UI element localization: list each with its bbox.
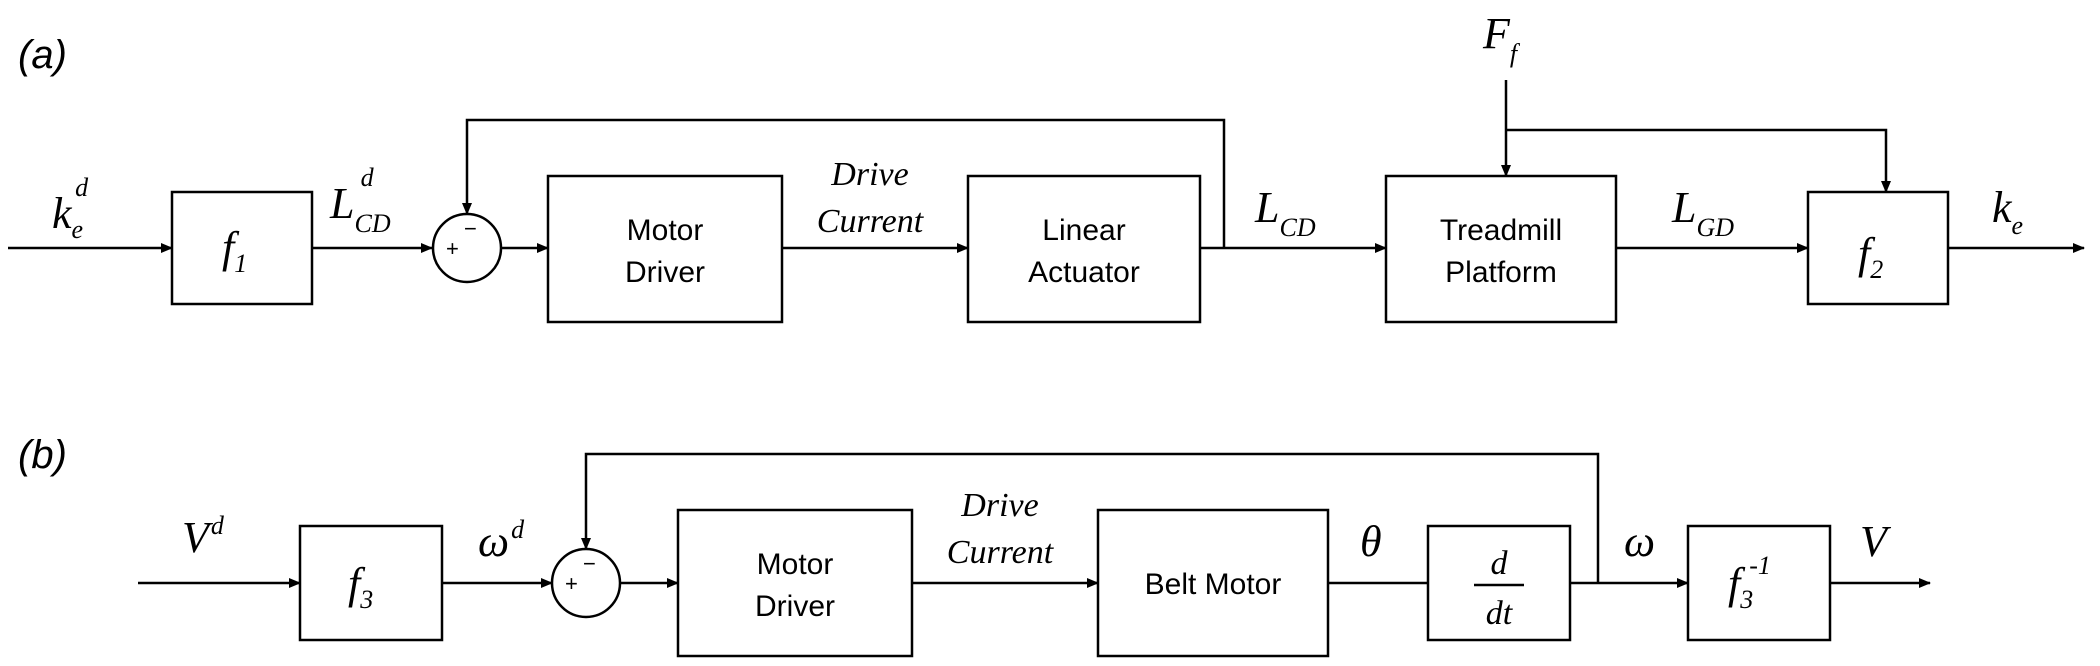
f1-block (170, 190, 314, 306)
derivative-denominator: dt (1486, 595, 1514, 632)
f2-block (1806, 190, 1950, 306)
drive-current-line1-b: Drive (960, 487, 1038, 524)
panel-b-tag: (b) (18, 433, 67, 477)
input-ked: ked (52, 173, 89, 244)
theta-label: θ (1360, 517, 1382, 566)
lgd-label: LGD (1671, 183, 1734, 242)
drive-current-line1-a: Drive (830, 156, 908, 193)
f3-inverse-block (1686, 524, 1832, 642)
sum-minus-b: − (583, 551, 596, 576)
treadmill-line2: Platform (1445, 256, 1557, 289)
arrow-ff-to-f2 (1506, 128, 1891, 193)
ff-label: Ff (1482, 9, 1521, 68)
input-vd: Vd (182, 511, 225, 562)
treadmill-line1: Treadmill (1440, 214, 1562, 247)
motor-driver-line2-b: Driver (755, 590, 835, 623)
feedback-loop-b (581, 452, 1600, 583)
derivative-numerator: d (1491, 545, 1509, 582)
lcd-desired-label: LCDd (329, 163, 391, 238)
motor-driver-block-b (676, 508, 914, 658)
linear-actuator-line1: Linear (1042, 214, 1125, 247)
drive-current-line2-b: Current (947, 534, 1055, 571)
output-v: V (1860, 517, 1892, 566)
panel-b: (b) Vd f3 ωd + − Motor Driver Drive Curr… (18, 433, 1931, 658)
panel-a-tag: (a) (18, 33, 67, 77)
linear-actuator-block (966, 174, 1202, 324)
omega-desired-label: ωd (478, 515, 525, 566)
panel-a: (a) ked f1 LCDd + − Motor Driver Drive C… (8, 9, 2085, 324)
motor-driver-line2-a: Driver (625, 256, 705, 289)
motor-driver-line1-a: Motor (627, 214, 704, 247)
sum-plus-b: + (565, 571, 578, 596)
motor-driver-block-a (546, 174, 784, 324)
omega-label: ω (1624, 517, 1655, 566)
feedback-loop-a (462, 118, 1226, 248)
sum-plus-a: + (446, 236, 459, 261)
linear-actuator-line2: Actuator (1028, 256, 1140, 289)
f3-block (298, 524, 444, 642)
treadmill-platform-block (1384, 174, 1618, 324)
drive-current-line2-a: Current (817, 203, 925, 240)
lcd-label: LCD (1254, 183, 1316, 242)
motor-driver-line1-b: Motor (757, 548, 834, 581)
output-ke: ke (1992, 183, 2023, 240)
sum-minus-a: − (464, 216, 477, 241)
belt-motor-label: Belt Motor (1145, 568, 1282, 601)
